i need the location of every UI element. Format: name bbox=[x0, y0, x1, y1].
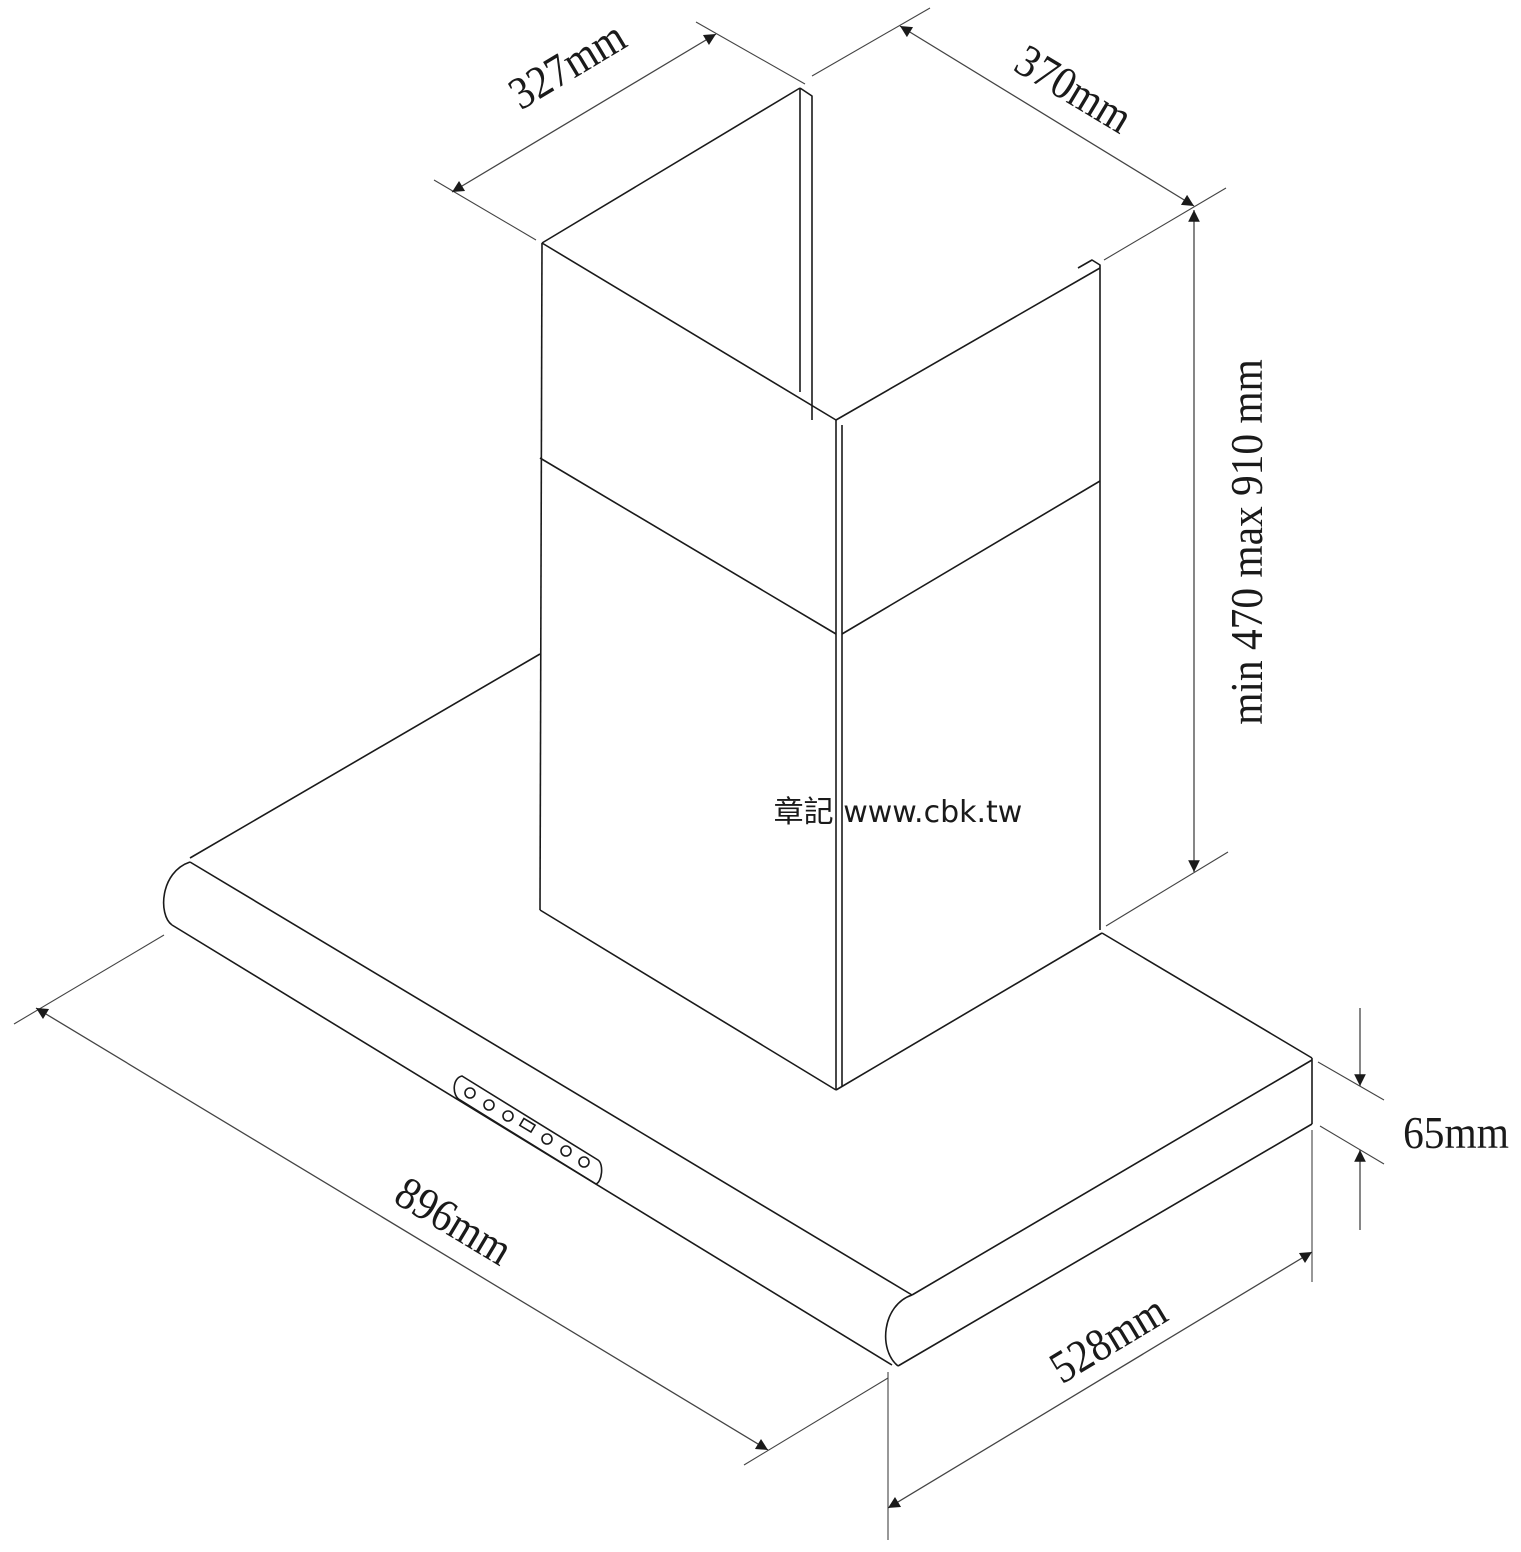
dim-arrow-896 bbox=[35, 1007, 769, 1451]
extension-line bbox=[1105, 851, 1229, 927]
chimney-top-front-right bbox=[835, 267, 1101, 421]
control-panel bbox=[453, 1075, 603, 1185]
dimension-arrows bbox=[35, 25, 1366, 1509]
chimney-base-front-right bbox=[835, 932, 1103, 1091]
control-button bbox=[502, 1110, 514, 1122]
chimney-base-front-left bbox=[539, 909, 837, 1091]
extension-line bbox=[1317, 1061, 1385, 1101]
control-button bbox=[464, 1087, 476, 1099]
extension-line bbox=[433, 179, 537, 241]
control-button bbox=[578, 1156, 590, 1168]
dimension-label-chimney-depth: 370mm bbox=[1006, 35, 1140, 143]
dimension-label-hood-thickness: 65mm bbox=[1403, 1108, 1509, 1158]
hood-right-rounded-end bbox=[884, 1294, 913, 1367]
hood-canopy bbox=[162, 653, 1313, 1367]
control-button bbox=[560, 1145, 572, 1157]
extension-line bbox=[13, 934, 165, 1025]
chimney-back-flange bbox=[799, 87, 813, 420]
dimension-label-chimney-width: 327mm bbox=[500, 11, 634, 119]
hood-back-right-edge bbox=[1101, 932, 1313, 1059]
chimney-section-left bbox=[539, 457, 837, 635]
chimney bbox=[539, 87, 1101, 1090]
dimension-label-hood-width: 896mm bbox=[386, 1167, 520, 1275]
hood-left-rounded-end bbox=[162, 861, 191, 926]
dim-arrow-528 bbox=[887, 1251, 1313, 1509]
chimney-top-front-left bbox=[541, 242, 837, 421]
control-button bbox=[541, 1133, 553, 1145]
watermark-text: 章記 www.cbk.tw bbox=[774, 795, 1023, 830]
dimension-label-chimney-height: min 470 max 910 mm bbox=[1222, 359, 1272, 725]
hood-front-top-edge bbox=[189, 861, 913, 1296]
dimension-lines bbox=[13, 7, 1385, 1540]
extension-line bbox=[811, 7, 931, 77]
dim-arrow-327 bbox=[451, 33, 717, 193]
dim-arrow-370 bbox=[899, 25, 1195, 207]
chimney-top-left-edge bbox=[541, 87, 801, 244]
hood-right-top-edge bbox=[911, 1059, 1313, 1296]
chimney-right-flange bbox=[1077, 259, 1101, 930]
hood-back-left-edge bbox=[189, 653, 541, 859]
dimension-label-hood-depth: 528mm bbox=[1041, 1285, 1175, 1393]
extension-line bbox=[1319, 1125, 1385, 1165]
chimney-left-vertical bbox=[539, 242, 543, 911]
extension-line bbox=[695, 21, 806, 85]
extension-line bbox=[1103, 187, 1227, 261]
control-button bbox=[483, 1099, 495, 1111]
chimney-section-right bbox=[841, 480, 1101, 635]
extension-line bbox=[743, 1377, 889, 1466]
